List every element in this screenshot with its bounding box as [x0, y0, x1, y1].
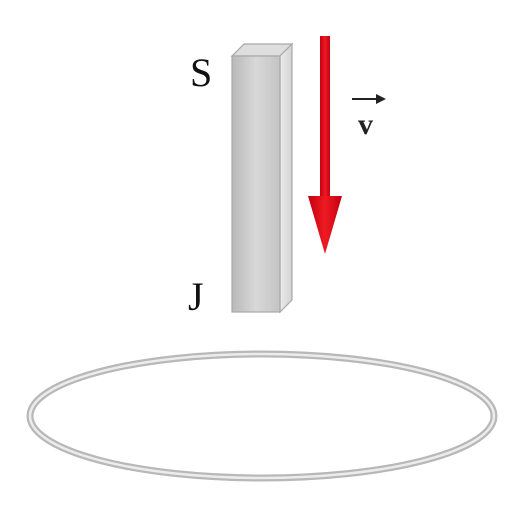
magnet-side-face	[279, 42, 293, 314]
bar-magnet	[230, 42, 294, 314]
down-arrow-icon	[308, 36, 342, 254]
magnet-front-face	[231, 55, 281, 313]
right-arrow-icon	[352, 94, 386, 104]
conducting-ring	[26, 350, 498, 482]
magnet-north-pole-label: S	[190, 50, 212, 95]
velocity-symbol: v	[358, 108, 373, 141]
magnet-south-pole-label: J	[188, 274, 204, 319]
velocity-label: v	[352, 94, 386, 141]
